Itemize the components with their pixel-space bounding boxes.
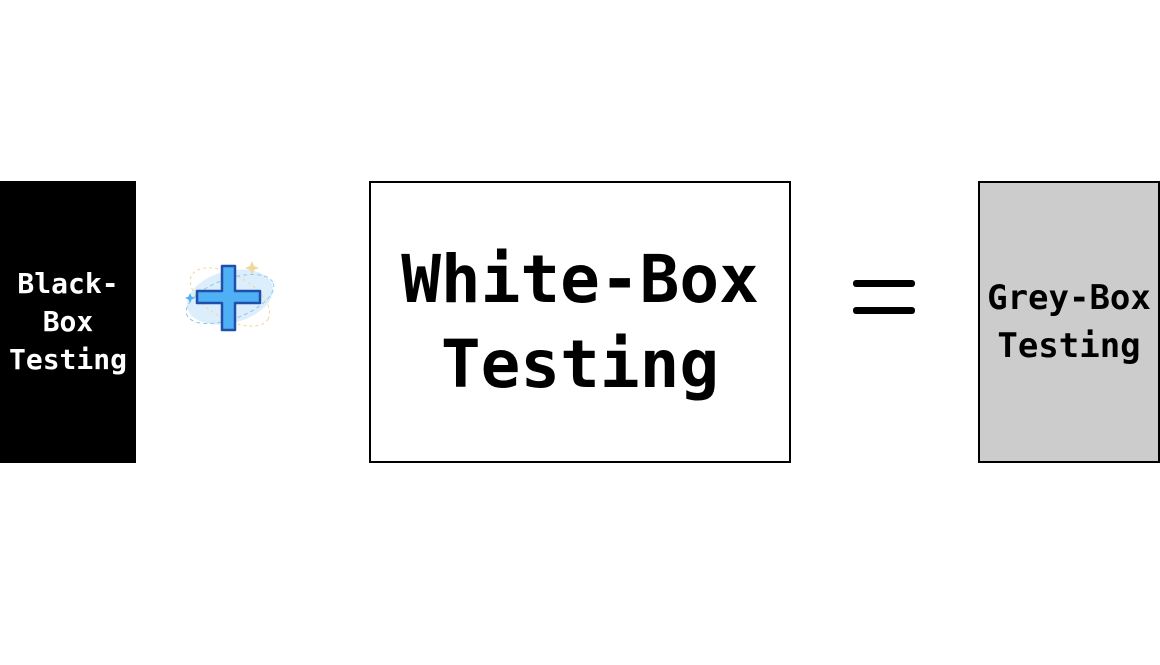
white-box-testing-box: White-Box Testing	[369, 181, 791, 463]
white-box-line2: Testing	[440, 326, 720, 403]
white-box-line1: White-Box	[401, 241, 759, 318]
grey-box-testing-box: Grey-Box Testing	[978, 181, 1160, 463]
equals-bar-top	[853, 280, 915, 287]
grey-box-line1: Grey-Box	[987, 278, 1151, 318]
equals-bar-bottom	[853, 307, 915, 314]
black-box-line2: Testing	[8, 343, 127, 376]
plus-icon	[185, 261, 275, 332]
grey-box-line2: Testing	[997, 326, 1141, 366]
black-box-testing-box: Black-Box Testing	[0, 181, 136, 463]
black-box-line1: Black-Box	[17, 267, 119, 338]
